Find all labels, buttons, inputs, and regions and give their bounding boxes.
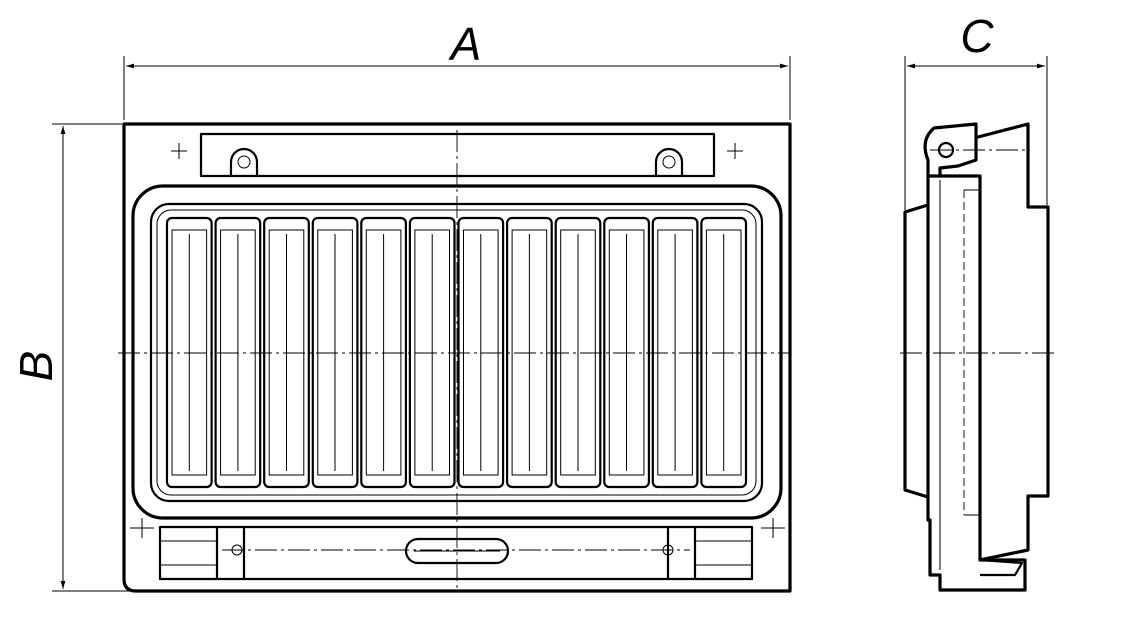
grille-slat-inner <box>220 229 256 476</box>
bottom-bar <box>158 525 754 581</box>
crosshair-top-left <box>171 143 187 159</box>
grille-slat-inner <box>463 229 499 476</box>
mounting-slot-left <box>229 147 259 176</box>
side-louver-front <box>903 203 930 499</box>
grille-slat-inner <box>511 229 548 476</box>
grille-slat-outline <box>506 216 553 489</box>
outer-frame <box>122 122 792 593</box>
side-body <box>926 174 1027 592</box>
grille-slat <box>165 216 213 489</box>
dimension-label-b: B <box>10 351 62 382</box>
dimension-a: A <box>123 18 791 120</box>
grille-slat <box>214 216 262 489</box>
dimension-label-c: C <box>960 10 994 62</box>
grille-slat <box>603 216 650 489</box>
grille-slat-outline <box>263 216 310 489</box>
grille-slat-inner <box>560 229 596 476</box>
mounting-hole-left <box>237 155 251 169</box>
grille-slat-outline <box>214 216 262 489</box>
grille-slat-inner <box>365 229 402 476</box>
grille-slat-outline <box>311 216 359 489</box>
grille-slat <box>554 216 602 489</box>
grille-slat-outline <box>165 216 213 489</box>
grille-slat-outline <box>651 216 699 489</box>
grille-slat-inner <box>171 229 208 476</box>
side-back-flange <box>976 122 1050 562</box>
grille-slat <box>360 216 407 489</box>
grille-slat-outline <box>360 216 407 489</box>
grille-slat <box>408 216 456 489</box>
front-view <box>118 122 792 593</box>
grille-slat <box>651 216 699 489</box>
mounting-hole-right <box>662 155 676 169</box>
grille-slat-inner <box>317 229 353 476</box>
grille-slat <box>263 216 310 489</box>
grille-slat-outline <box>603 216 650 489</box>
grille-slat-inner <box>268 229 305 476</box>
side-view <box>900 122 1054 592</box>
grille-slat-inner <box>657 229 693 476</box>
grille-inner-frame <box>149 202 764 503</box>
mounting-slot-right <box>654 147 684 176</box>
grille-slats <box>165 216 748 489</box>
dimension-b: B <box>10 123 130 592</box>
grille-slat <box>700 216 748 489</box>
grille-slat-inner <box>705 229 742 476</box>
bottom-bar-clip-right <box>695 540 752 566</box>
side-top-hook <box>923 122 978 178</box>
grille-slat-outline <box>700 216 748 489</box>
dimension-c: C <box>904 10 1048 210</box>
grille-slat-inner <box>608 229 645 476</box>
grille-inner-frame-edge <box>156 209 757 496</box>
grille-slat <box>457 216 505 489</box>
grille-slat-outline <box>554 216 602 489</box>
dimension-label-a: A <box>448 18 482 70</box>
crosshair-bottom-left <box>130 518 154 538</box>
grille-slat <box>311 216 359 489</box>
side-bottom-clip <box>979 558 1024 577</box>
grille-slat <box>506 216 553 489</box>
crosshair-bottom-right <box>761 518 785 538</box>
grille-slat-outline <box>457 216 505 489</box>
crosshair-top-right <box>727 143 743 159</box>
grille-slat-inner <box>414 229 450 476</box>
top-mounting-bar <box>199 132 716 178</box>
grille-slat-outline <box>408 216 456 489</box>
bottom-bar-clip-left <box>160 540 217 566</box>
grille-outer-frame <box>131 184 783 520</box>
